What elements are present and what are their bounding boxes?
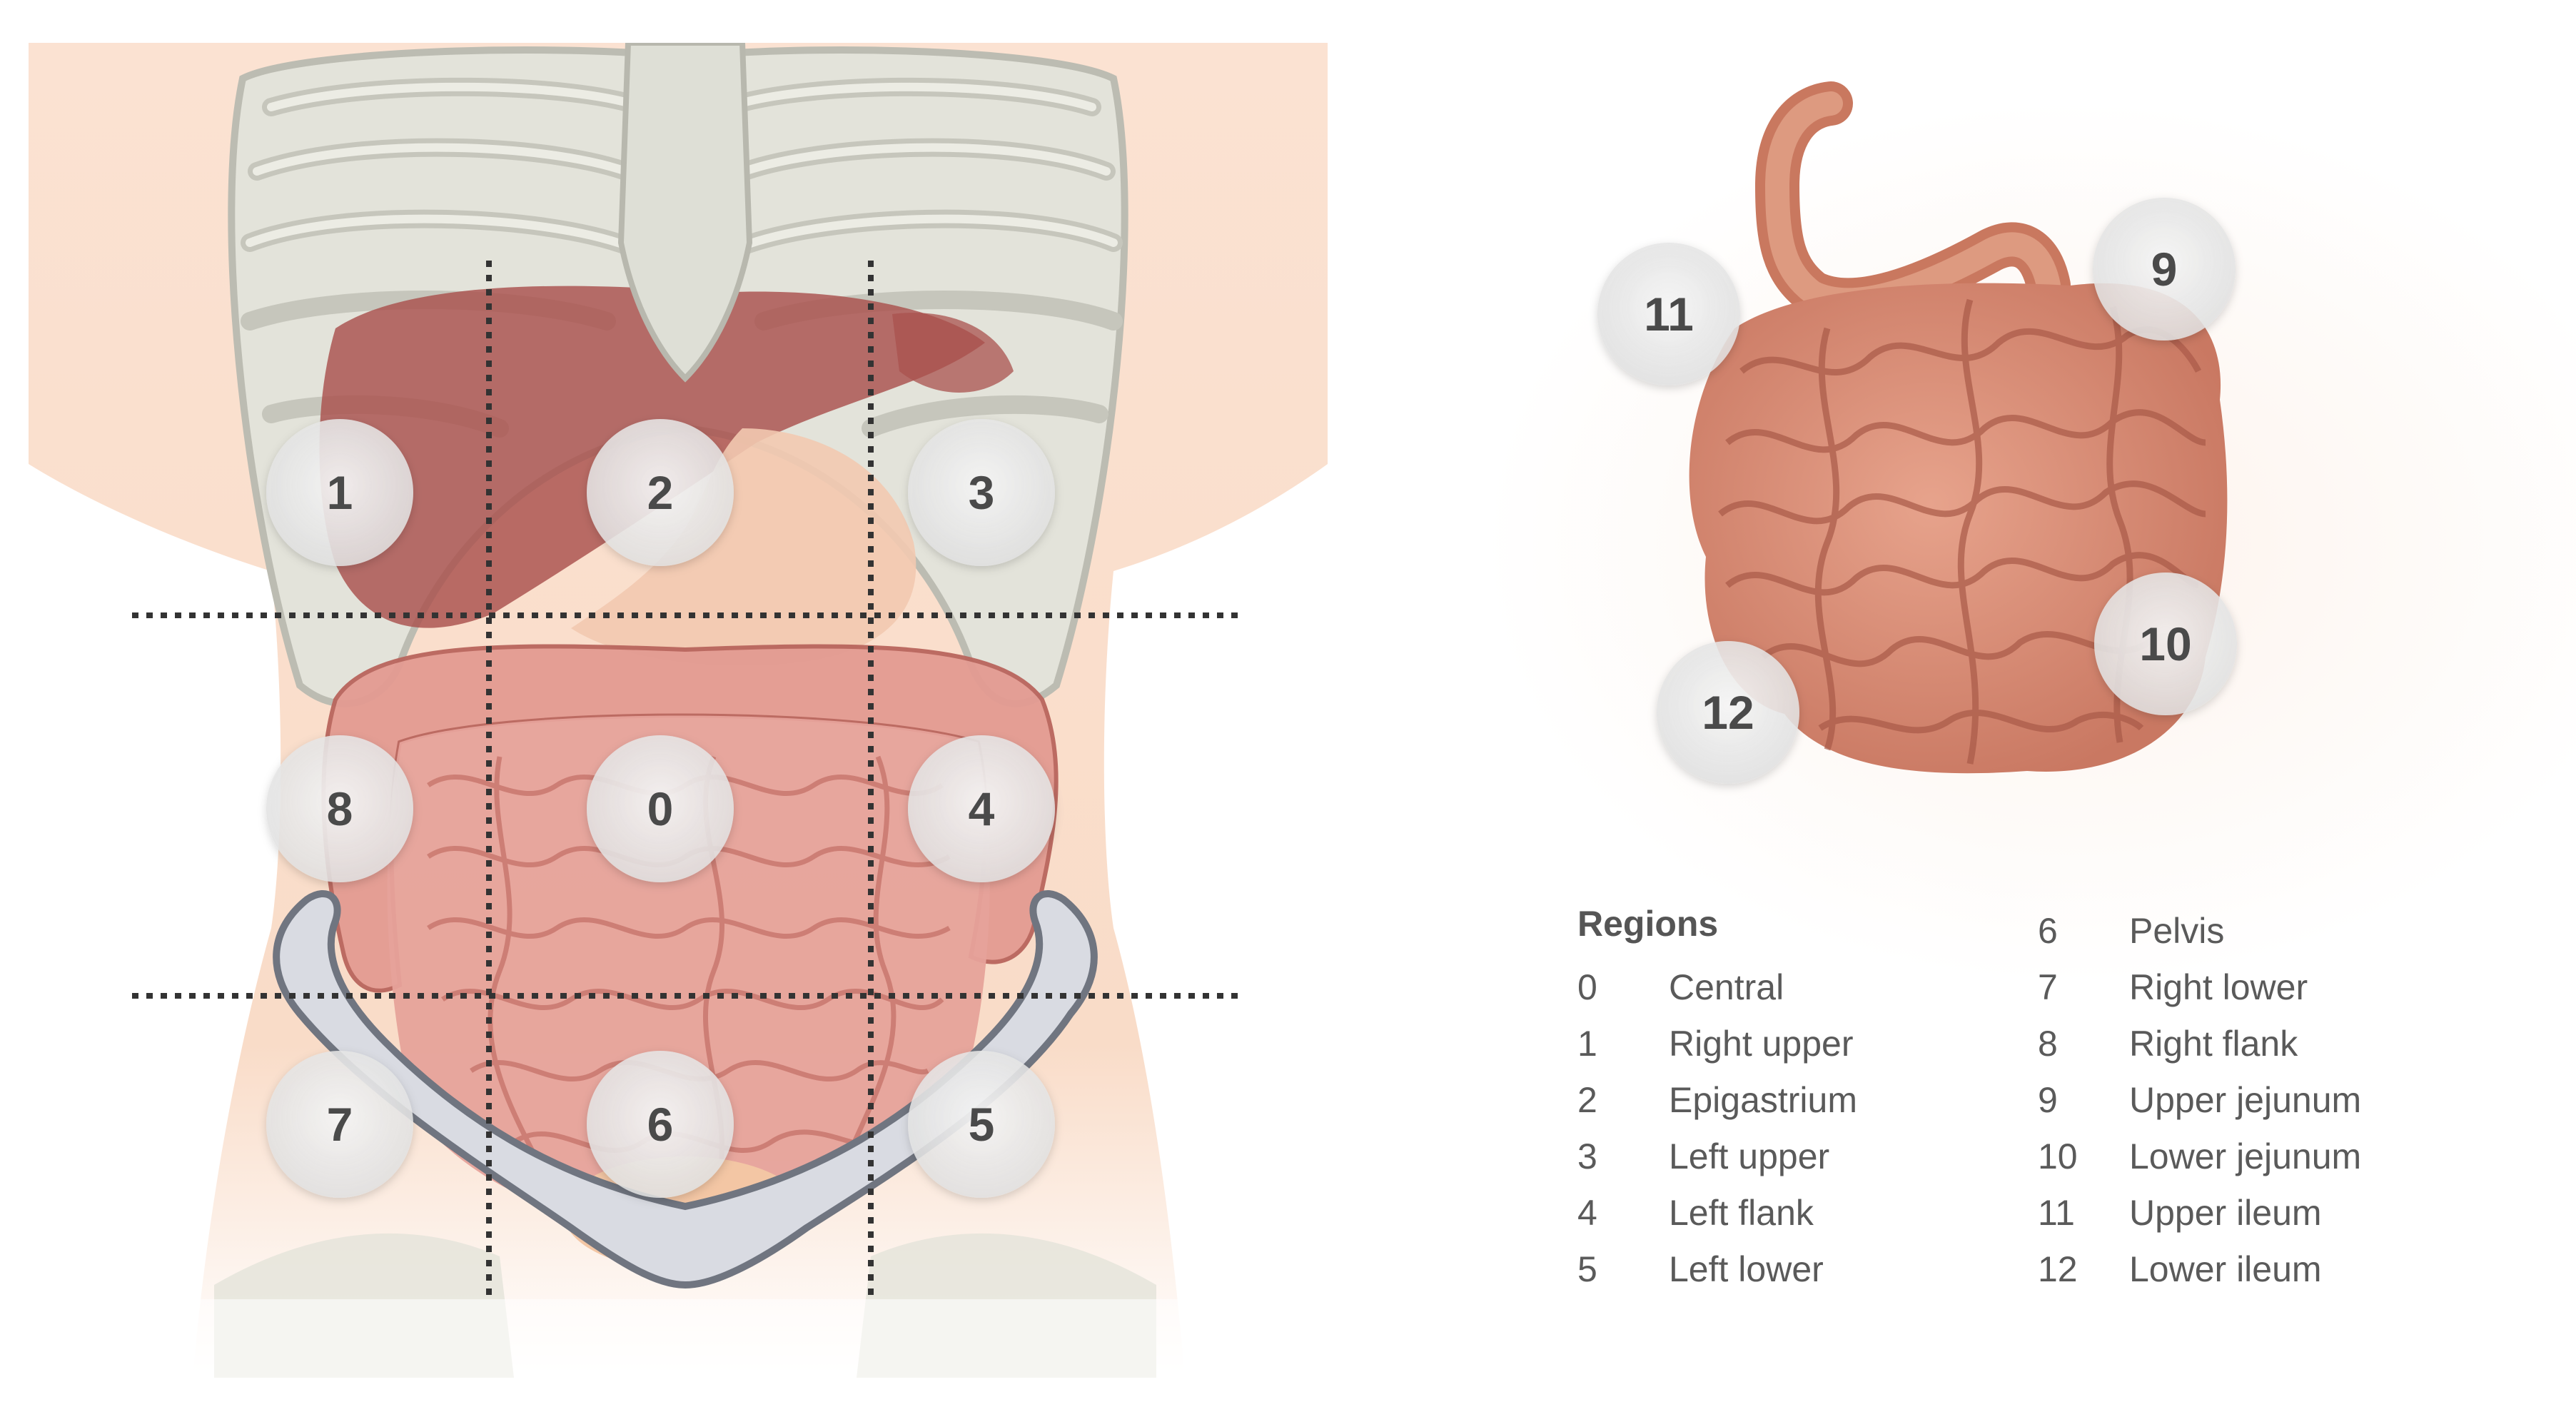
- region-marker-8-circle: [266, 735, 413, 882]
- legend-title: Regions: [1577, 904, 1719, 944]
- sternum: [617, 43, 753, 383]
- pelvis-bone: [273, 890, 1098, 1289]
- region-marker-10[interactable]: 10: [2094, 573, 2237, 715]
- bottom-fade: [29, 1299, 1328, 1378]
- legend-item-number: 8: [2038, 1024, 2058, 1064]
- legend-item: 12 Lower ileum: [2038, 1241, 2495, 1298]
- region-marker-6[interactable]: 6: [587, 1051, 734, 1198]
- legend-item-number: 2: [1577, 1080, 1597, 1120]
- legend-item-name: Epigastrium: [1669, 1080, 1857, 1120]
- legend-item: 10 Lower jejunum: [2038, 1129, 2495, 1185]
- legend-item-number: 12: [2038, 1249, 2078, 1289]
- region-marker-12-label: 12: [1702, 686, 1754, 739]
- region-marker-1-label: 1: [327, 466, 353, 519]
- legend-item-number: 1: [1577, 1024, 1597, 1064]
- legend-item: 4 Left flank: [1577, 1185, 2034, 1241]
- region-marker-11-label: 11: [1644, 288, 1694, 341]
- region-marker-8[interactable]: 8: [266, 735, 413, 882]
- legend-item-number: 0: [1577, 967, 1597, 1007]
- legend-item-name: Upper jejunum: [2129, 1080, 2362, 1120]
- legend-item: 8 Right flank: [2038, 1016, 2495, 1072]
- legend-item-name: Upper ileum: [2129, 1193, 2322, 1233]
- legend-item-number: 6: [2038, 911, 2058, 951]
- small-intestine-torso: [387, 715, 990, 1228]
- region-marker-5-circle: [908, 1051, 1055, 1198]
- legend-item-name: Left flank: [1669, 1193, 1814, 1233]
- region-marker-5[interactable]: 5: [908, 1051, 1055, 1198]
- legend-item-name: Lower ileum: [2129, 1249, 2322, 1289]
- legend-item-name: Left upper: [1669, 1136, 1830, 1176]
- region-marker-1-circle: [266, 419, 413, 566]
- region-marker-2-label: 2: [647, 466, 674, 519]
- region-marker-4-label: 4: [969, 782, 995, 835]
- legend-item-name: Right lower: [2129, 967, 2308, 1007]
- legend-item-name: Lower jejunum: [2129, 1136, 2362, 1176]
- region-marker-11[interactable]: 11: [1597, 243, 1740, 385]
- torso-illustration: [29, 43, 1328, 1378]
- region-marker-5-label: 5: [969, 1098, 995, 1151]
- legend-item-name: Left lower: [1669, 1249, 1824, 1289]
- stomach: [571, 428, 916, 666]
- legend-item: 1 Right upper: [1577, 1016, 2034, 1072]
- region-marker-3-label: 3: [969, 466, 995, 519]
- legend-item-name: Right upper: [1669, 1024, 1854, 1064]
- legend-item-name: Right flank: [2129, 1024, 2298, 1064]
- legend-item: 11 Upper ileum: [2038, 1185, 2495, 1241]
- region-marker-11-circle: [1597, 243, 1740, 385]
- region-grid: [132, 261, 1242, 1296]
- region-marker-7-label: 7: [327, 1098, 353, 1151]
- region-marker-6-circle: [587, 1051, 734, 1198]
- legend-item: 0 Central: [1577, 959, 2034, 1016]
- legend-item: 5 Left lower: [1577, 1241, 2034, 1298]
- legend-item: 2 Epigastrium: [1577, 1072, 2034, 1129]
- region-marker-3-circle: [908, 419, 1055, 566]
- region-marker-2[interactable]: 2: [587, 419, 734, 566]
- region-marker-4[interactable]: 4: [908, 735, 1055, 882]
- region-marker-3[interactable]: 3: [908, 419, 1055, 566]
- region-markers: 0 1 2 3 4 5 6 7: [266, 198, 2237, 1198]
- region-marker-9-label: 9: [2151, 243, 2178, 296]
- small-intestine-illustration: [1689, 81, 2228, 774]
- region-marker-6-label: 6: [647, 1098, 674, 1151]
- region-marker-7[interactable]: 7: [266, 1051, 413, 1198]
- legend-item: 3 Left upper: [1577, 1129, 2034, 1185]
- region-marker-0-circle: [587, 735, 734, 882]
- region-marker-0[interactable]: 0: [587, 735, 734, 882]
- legend-item-number: 7: [2038, 967, 2058, 1007]
- legend-left-column: 0 Central 1 Right upper 2 Epigastrium 3 …: [1577, 959, 2034, 1298]
- legend-item-name: Pelvis: [2129, 911, 2225, 951]
- region-marker-9-circle: [2093, 198, 2236, 341]
- region-marker-2-circle: [587, 419, 734, 566]
- regions-legend: Regions 0 Central 1 Right upper 2 Epigas…: [1577, 903, 2505, 1303]
- region-marker-10-circle: [2094, 573, 2237, 715]
- legend-right-column: 6 Pelvis 7 Right lower 8 Right flank 9 U…: [2038, 903, 2495, 1298]
- region-marker-12[interactable]: 12: [1657, 641, 1799, 784]
- legend-item-number: 11: [2038, 1193, 2075, 1233]
- legend-item-number: 10: [2038, 1136, 2078, 1176]
- legend-item-number: 5: [1577, 1249, 1597, 1289]
- spleen: [892, 313, 1014, 393]
- region-marker-8-label: 8: [327, 782, 353, 835]
- legend-item: 7 Right lower: [2038, 959, 2495, 1016]
- region-marker-0-label: 0: [647, 782, 674, 835]
- region-marker-12-circle: [1657, 641, 1799, 784]
- legend-item-number: 9: [2038, 1080, 2058, 1120]
- region-marker-4-circle: [908, 735, 1055, 882]
- region-marker-7-circle: [266, 1051, 413, 1198]
- region-marker-1[interactable]: 1: [266, 419, 413, 566]
- legend-item-number: 3: [1577, 1136, 1597, 1176]
- region-marker-9[interactable]: 9: [2093, 198, 2236, 341]
- legend-item: 9 Upper jejunum: [2038, 1072, 2495, 1129]
- legend-item-number: 4: [1577, 1193, 1597, 1233]
- legend-item-name: Central: [1669, 967, 1784, 1007]
- duodenum-tube-highlight: [1764, 91, 2061, 313]
- ribs-highlight: [246, 82, 1118, 251]
- legend-item: 6 Pelvis: [2038, 903, 2495, 959]
- region-marker-10-label: 10: [2139, 617, 2191, 670]
